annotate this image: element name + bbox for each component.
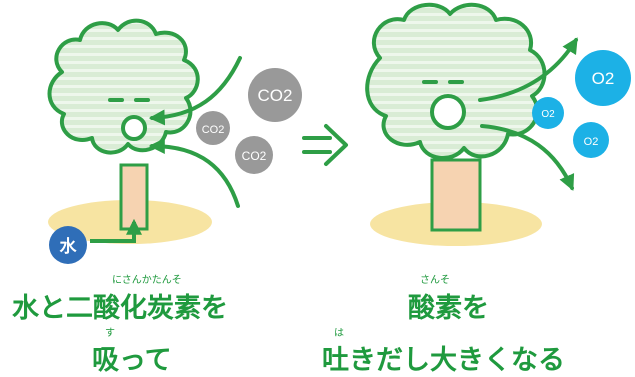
- right-caption-ruby: さんそ: [420, 275, 450, 286]
- o2-label-small: O2: [541, 109, 555, 120]
- left-mouth: [121, 115, 147, 141]
- right-caption-line1: 酸素を: [408, 293, 489, 324]
- water-circle: [49, 226, 87, 264]
- right-trunk: [430, 158, 482, 232]
- co2-bubble-small: CO2: [196, 111, 230, 145]
- left-tree: [47, 18, 212, 244]
- co2-label-small: CO2: [202, 124, 225, 136]
- right-caption-line2: 吐きだし大きくなる: [322, 345, 565, 376]
- right-caption-ruby2: は: [334, 328, 344, 339]
- incoming-arrow-lower: [148, 138, 240, 208]
- left-co2-arrows: [148, 56, 242, 208]
- co2-bubble-large: CO2: [248, 68, 302, 122]
- co2-label-large: CO2: [258, 86, 293, 105]
- co2-label-medium: CO2: [242, 149, 267, 163]
- left-caption-line2: 吸って: [92, 345, 172, 376]
- outgoing-arrow-upper: [478, 37, 578, 102]
- double-arrow-right-icon: [302, 124, 348, 166]
- o2-bubble-medium: O2: [573, 122, 609, 158]
- water-arrow: [90, 218, 142, 243]
- o2-bubble-large: O2: [575, 50, 631, 106]
- left-caption-line1: 水と二酸化炭素を: [12, 293, 228, 324]
- co2-bubble-medium: CO2: [235, 136, 273, 174]
- o2-bubble-small: O2: [532, 97, 564, 129]
- right-o2-arrows: [478, 37, 578, 191]
- water-label: 水: [60, 236, 78, 257]
- right-mouth: [430, 94, 466, 130]
- o2-label-medium: O2: [584, 136, 599, 148]
- right-tree: [365, 2, 547, 246]
- left-trunk: [119, 163, 149, 231]
- water-input: 水: [49, 218, 142, 264]
- left-caption-ruby: にさんかたんそ: [112, 275, 182, 286]
- outgoing-arrow-lower: [480, 124, 575, 191]
- o2-label-large: O2: [592, 69, 615, 88]
- left-caption-ruby2: す: [105, 328, 115, 339]
- incoming-arrow-upper: [148, 56, 242, 126]
